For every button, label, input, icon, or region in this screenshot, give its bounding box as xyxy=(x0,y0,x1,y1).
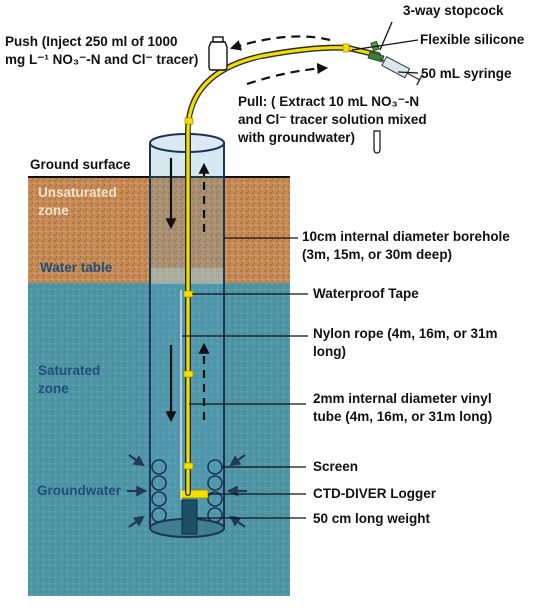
borehole-label-line2: (3m, 15m, or 30m deep) xyxy=(302,247,453,262)
rope-label: Nylon rope (4m, 16m, or 31m long) xyxy=(313,325,498,361)
unsaturated-zone-label: Unsaturated zone xyxy=(38,184,117,220)
saturated-zone-label: Saturated zone xyxy=(38,362,100,398)
pull-label-line3: with groundwater) xyxy=(238,130,355,145)
unsaturated-soil-layer xyxy=(28,177,290,283)
borehole-label: 10cm internal diameter borehole (3m, 15m… xyxy=(302,228,510,264)
tube-label-line1: 2mm internal diameter vinyl xyxy=(313,391,492,406)
tape-label: Waterproof Tape xyxy=(313,286,419,301)
sample-vial-icon xyxy=(373,130,381,154)
stopcock-label: 3-way stopcock xyxy=(403,3,504,18)
leader-lines xyxy=(182,21,419,519)
ground-surface-label: Ground surface xyxy=(30,157,131,172)
ctd-diver-logger xyxy=(179,489,209,499)
stopcock-and-syringe xyxy=(367,40,423,86)
tube-label: 2mm internal diameter vinyl tube (4m, 16… xyxy=(313,390,492,426)
saturated-zone-line2: zone xyxy=(38,381,69,396)
unsaturated-zone-line2: zone xyxy=(38,203,69,218)
weight-label: 50 cm long weight xyxy=(313,511,431,526)
tube-label-line2: tube (4m, 16m, or 31m long) xyxy=(313,409,493,424)
pull-label-line2: and Cl⁻ tracer solution mixed xyxy=(238,112,427,127)
groundwater-flow-arrows xyxy=(127,454,247,528)
screen-label: Screen xyxy=(313,459,359,474)
logger-label: CTD-DIVER Logger xyxy=(313,486,436,501)
saturated-zone-line1: Saturated xyxy=(38,363,101,378)
pull-arrow xyxy=(246,62,329,86)
tracer-bottle-icon xyxy=(208,36,228,71)
rope-label-line1: Nylon rope (4m, 16m, or 31m xyxy=(313,326,498,341)
push-label: Push (Inject 250 ml of 1000 mg L⁻¹ NO₃⁻-… xyxy=(5,33,198,69)
groundwater-label: Groundwater xyxy=(37,483,122,498)
vinyl-tube xyxy=(186,46,380,495)
silicone-label: Flexible silicone xyxy=(420,32,525,47)
unsaturated-zone-line1: Unsaturated xyxy=(38,185,117,200)
pull-label: Pull: ( Extract 10 mL NO₃⁻-N and Cl⁻ tra… xyxy=(238,93,427,147)
borehole-label-line1: 10cm internal diameter borehole xyxy=(302,229,510,244)
rope-label-line2: long) xyxy=(313,344,346,359)
pull-label-line1: Pull: ( Extract 10 mL NO₃⁻-N xyxy=(238,94,420,109)
weight xyxy=(181,499,198,535)
push-label-line1: Push (Inject 250 ml of 1000 xyxy=(5,34,178,49)
screen-circles xyxy=(151,459,223,523)
saturated-water-layer xyxy=(28,283,290,596)
water-table-label: Water table xyxy=(40,260,113,275)
waterproof-tape-marks xyxy=(183,43,350,470)
push-label-line2: mg L⁻¹ NO₃⁻-N and Cl⁻ tracer) xyxy=(5,52,199,67)
syringe-label: 50 mL syringe xyxy=(421,66,512,81)
